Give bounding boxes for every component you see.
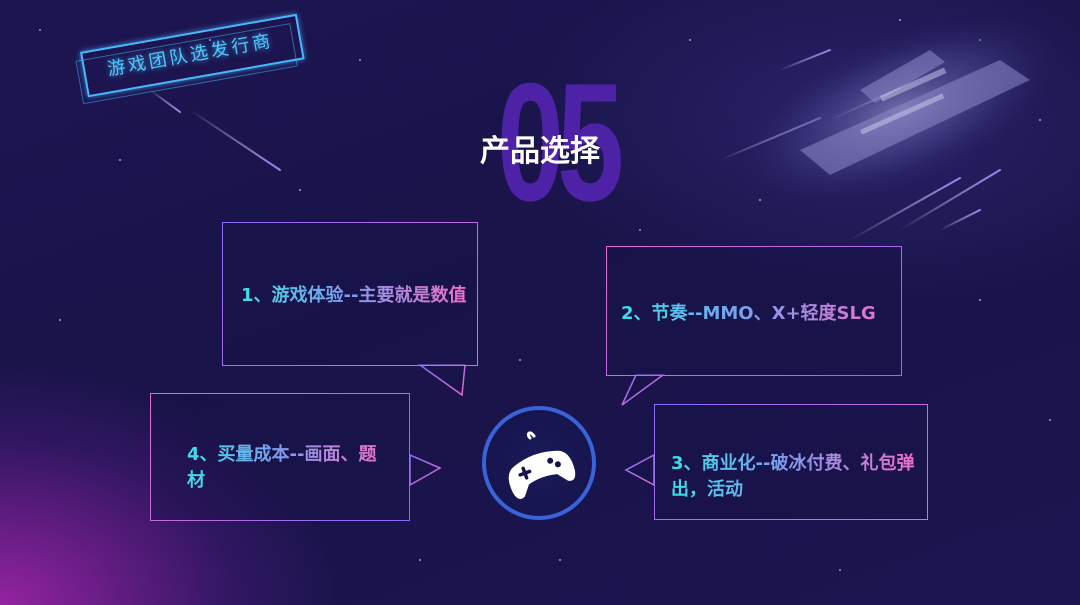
gamepad-icon — [482, 406, 596, 520]
point-text-1: 1、游戏体验--主要就是数值 — [241, 283, 467, 309]
point-box-1: 1、游戏体验--主要就是数值 — [222, 222, 478, 366]
point-text-4: 4、买量成本--画面、题材 — [187, 442, 387, 494]
point-text-2: 2、节奏--MMO、X+轻度SLG — [621, 301, 897, 327]
point-box-2: 2、节奏--MMO、X+轻度SLG — [606, 246, 902, 376]
point-box-3: 3、商业化--破冰付费、礼包弹出，活动 — [654, 404, 928, 520]
point-text-3: 3、商业化--破冰付费、礼包弹出，活动 — [671, 451, 917, 503]
section-number: 05 — [496, 48, 624, 236]
point-box-4: 4、买量成本--画面、题材 — [150, 393, 410, 521]
section-title: 产品选择 — [480, 134, 600, 169]
